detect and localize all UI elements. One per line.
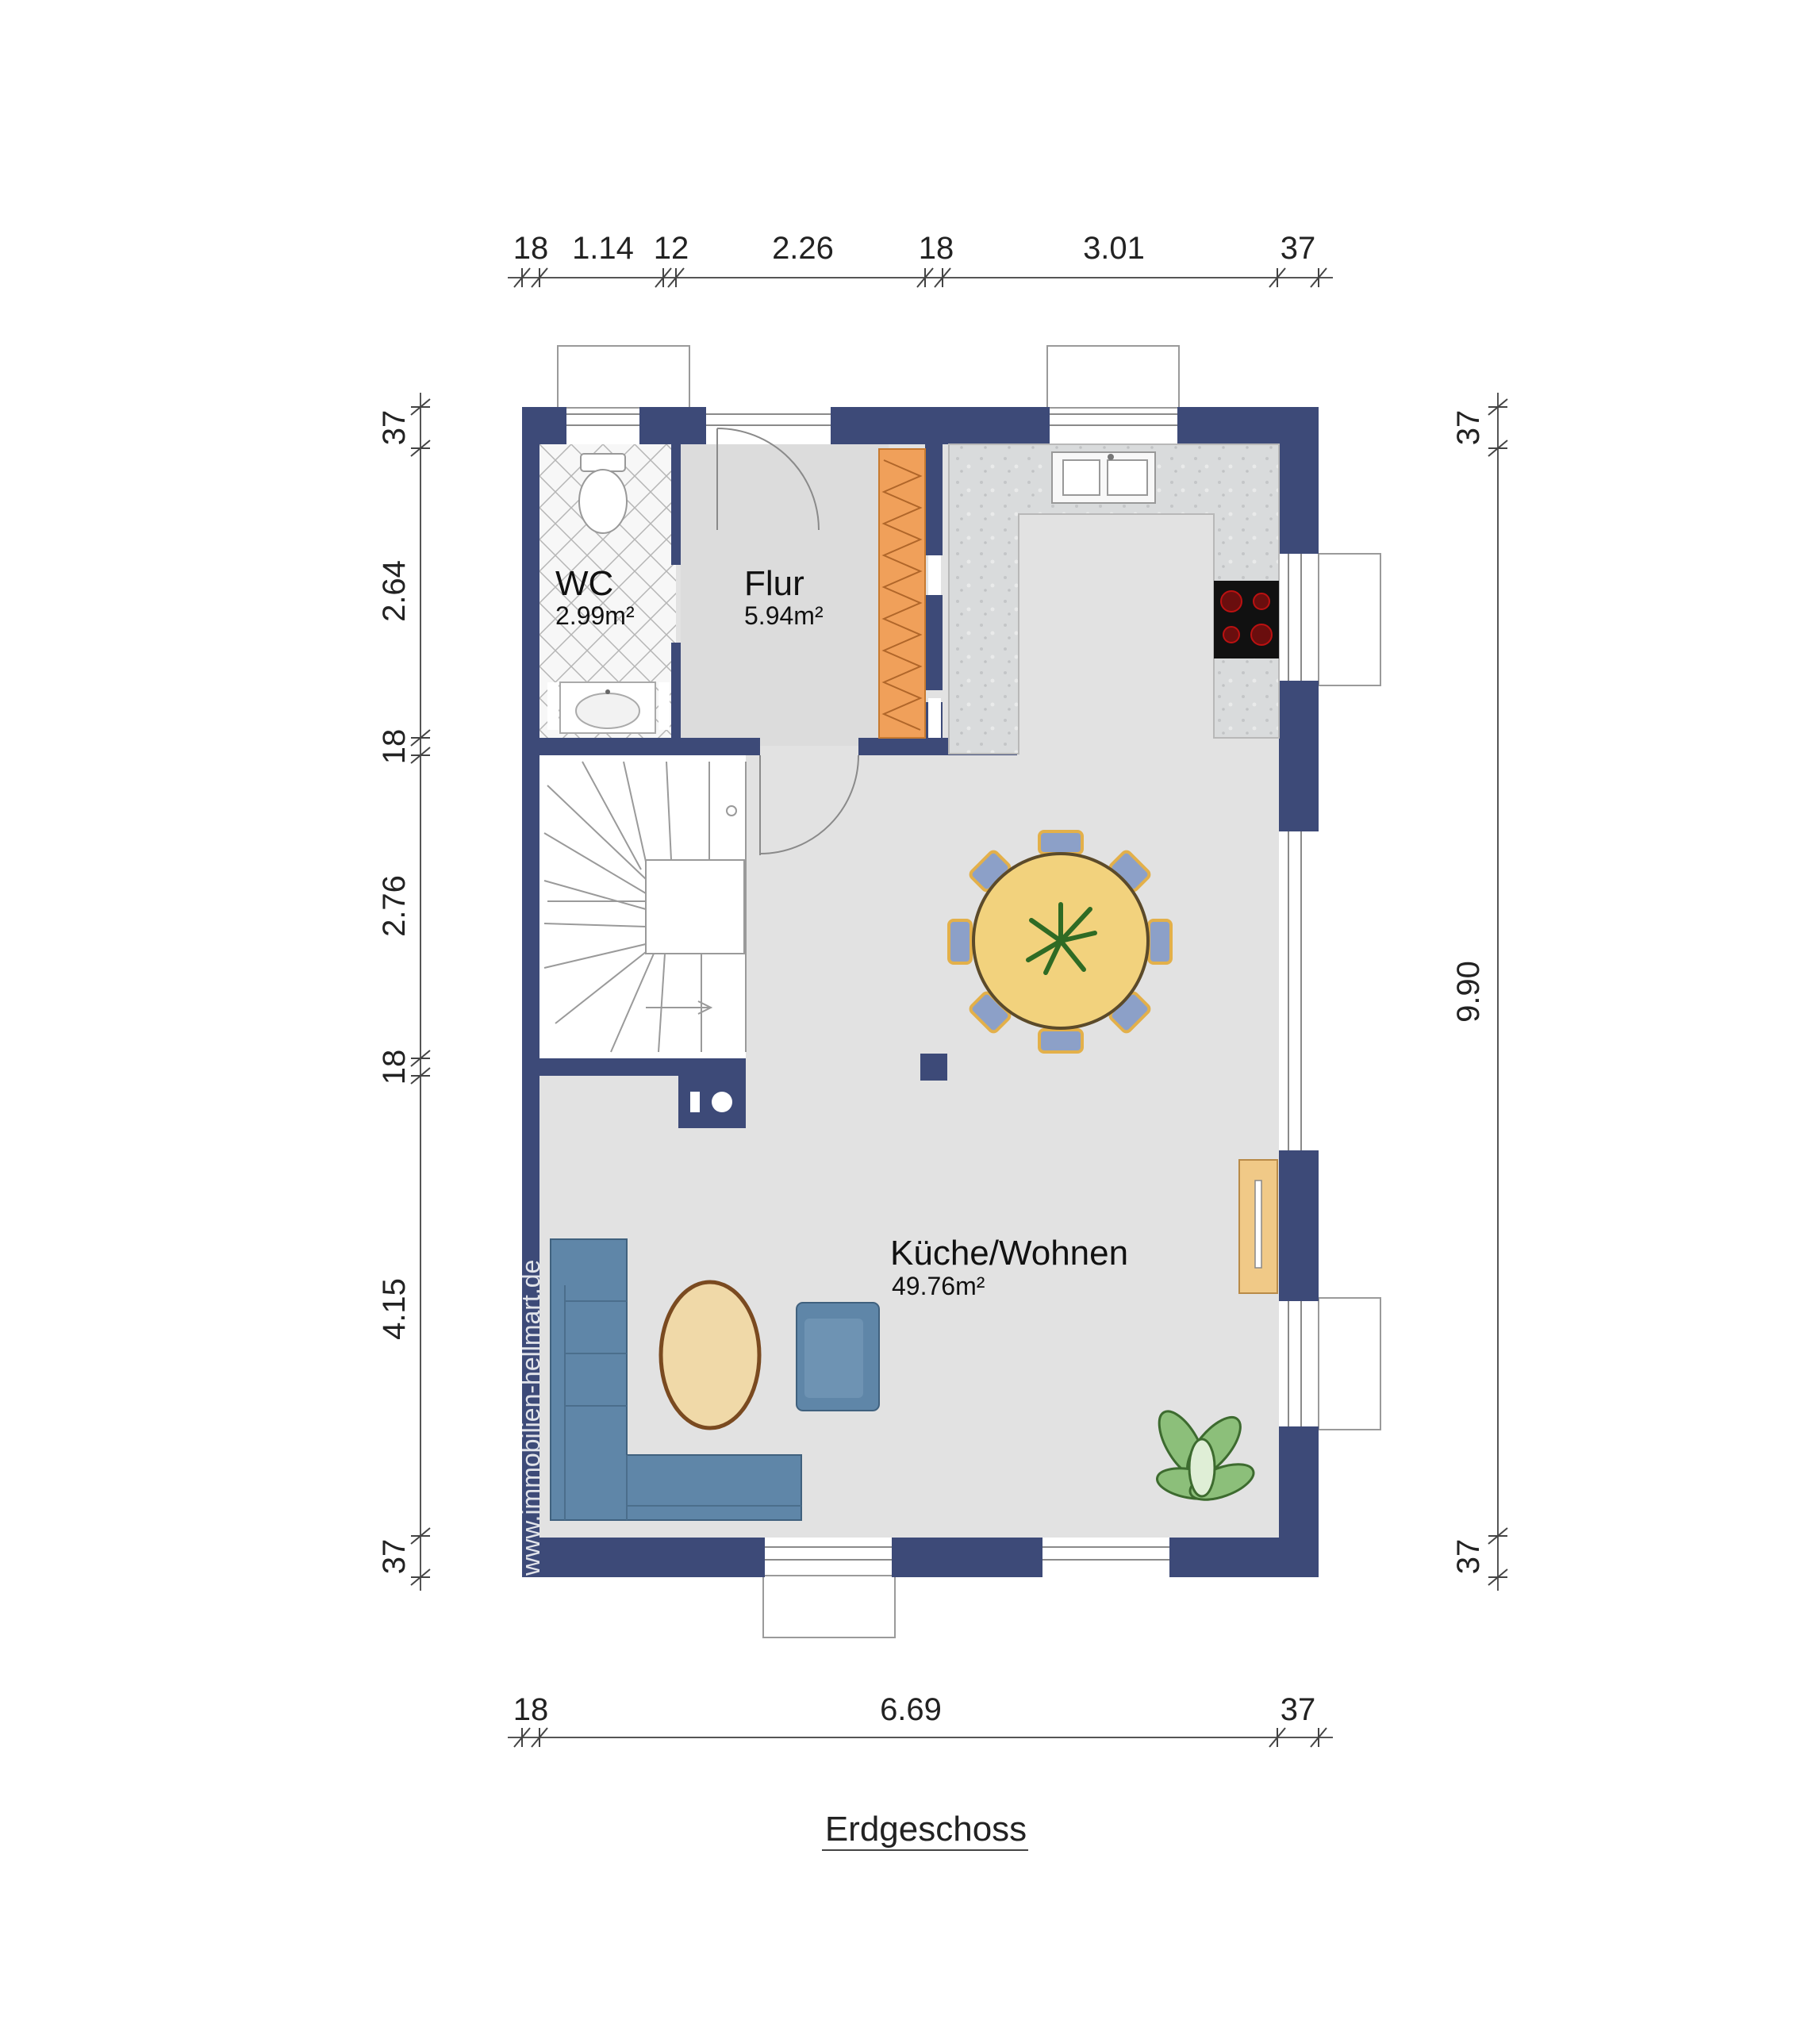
dim-left-6: 4.15 xyxy=(377,1278,412,1340)
plant-table xyxy=(1026,902,1097,975)
room-area-wc: 2.99m² xyxy=(555,601,635,630)
plant-corner xyxy=(1156,1410,1255,1501)
kitchen-sink xyxy=(1051,451,1156,504)
dim-bottom-1: 18 xyxy=(513,1692,549,1727)
dim-left-2: 2.64 xyxy=(377,560,412,622)
kitchen-counter xyxy=(948,443,1280,754)
dim-top-1: 18 xyxy=(513,231,549,266)
window-sills xyxy=(557,345,1381,1638)
wc-sink xyxy=(559,681,656,734)
wc-window-boxes xyxy=(547,682,670,730)
flur-floor xyxy=(681,444,889,746)
dim-top-3: 12 xyxy=(654,231,689,266)
dim-right-1: 37 xyxy=(1451,410,1486,446)
walls xyxy=(522,407,1319,1577)
cooktop xyxy=(1214,581,1279,658)
dim-top-2: 1.14 xyxy=(572,231,634,266)
dim-left-1: 37 xyxy=(377,410,412,446)
dim-right-3: 37 xyxy=(1451,1539,1486,1575)
windows xyxy=(566,413,1302,1561)
dim-top-7: 37 xyxy=(1281,231,1316,266)
dim-left-4: 2.76 xyxy=(377,875,412,937)
room-name-flur: Flur xyxy=(744,564,804,603)
toilet xyxy=(578,453,628,534)
sideboard xyxy=(1238,1159,1278,1294)
chimney xyxy=(690,1092,732,1112)
doors xyxy=(716,428,859,855)
armchair xyxy=(796,1302,880,1411)
dim-top-4: 2.26 xyxy=(772,231,834,266)
dim-left-5: 18 xyxy=(377,1050,412,1085)
dimension-top: 18 1.14 12 2.26 18 3.01 37 xyxy=(508,231,1333,288)
dimension-left: 37 2.64 18 2.76 18 4.15 37 xyxy=(377,393,431,1591)
corner-sofa xyxy=(550,1238,802,1521)
dimension-bottom: 18 6.69 37 xyxy=(508,1692,1333,1748)
wardrobe xyxy=(878,448,941,739)
dim-top-5: 18 xyxy=(919,231,954,266)
floor-title: Erdgeschoss xyxy=(825,1810,1027,1849)
room-name-kueche: Küche/Wohnen xyxy=(890,1234,1128,1273)
coffee-table xyxy=(659,1280,762,1430)
dim-bottom-3: 37 xyxy=(1281,1692,1316,1727)
dim-top-6: 3.01 xyxy=(1083,231,1145,266)
dimension-right: 37 9.90 37 xyxy=(1451,393,1508,1591)
staircase xyxy=(543,761,747,1053)
dim-right-2: 9.90 xyxy=(1451,961,1486,1023)
room-name-wc: WC xyxy=(555,564,613,603)
watermark: www.immobilien-hellmart.de xyxy=(516,1260,545,1576)
dim-bottom-2: 6.69 xyxy=(880,1692,942,1727)
room-area-kueche: 49.76m² xyxy=(892,1272,985,1300)
dim-left-3: 18 xyxy=(377,729,412,765)
room-area-flur: 5.94m² xyxy=(744,601,824,630)
dim-left-7: 37 xyxy=(377,1539,412,1575)
